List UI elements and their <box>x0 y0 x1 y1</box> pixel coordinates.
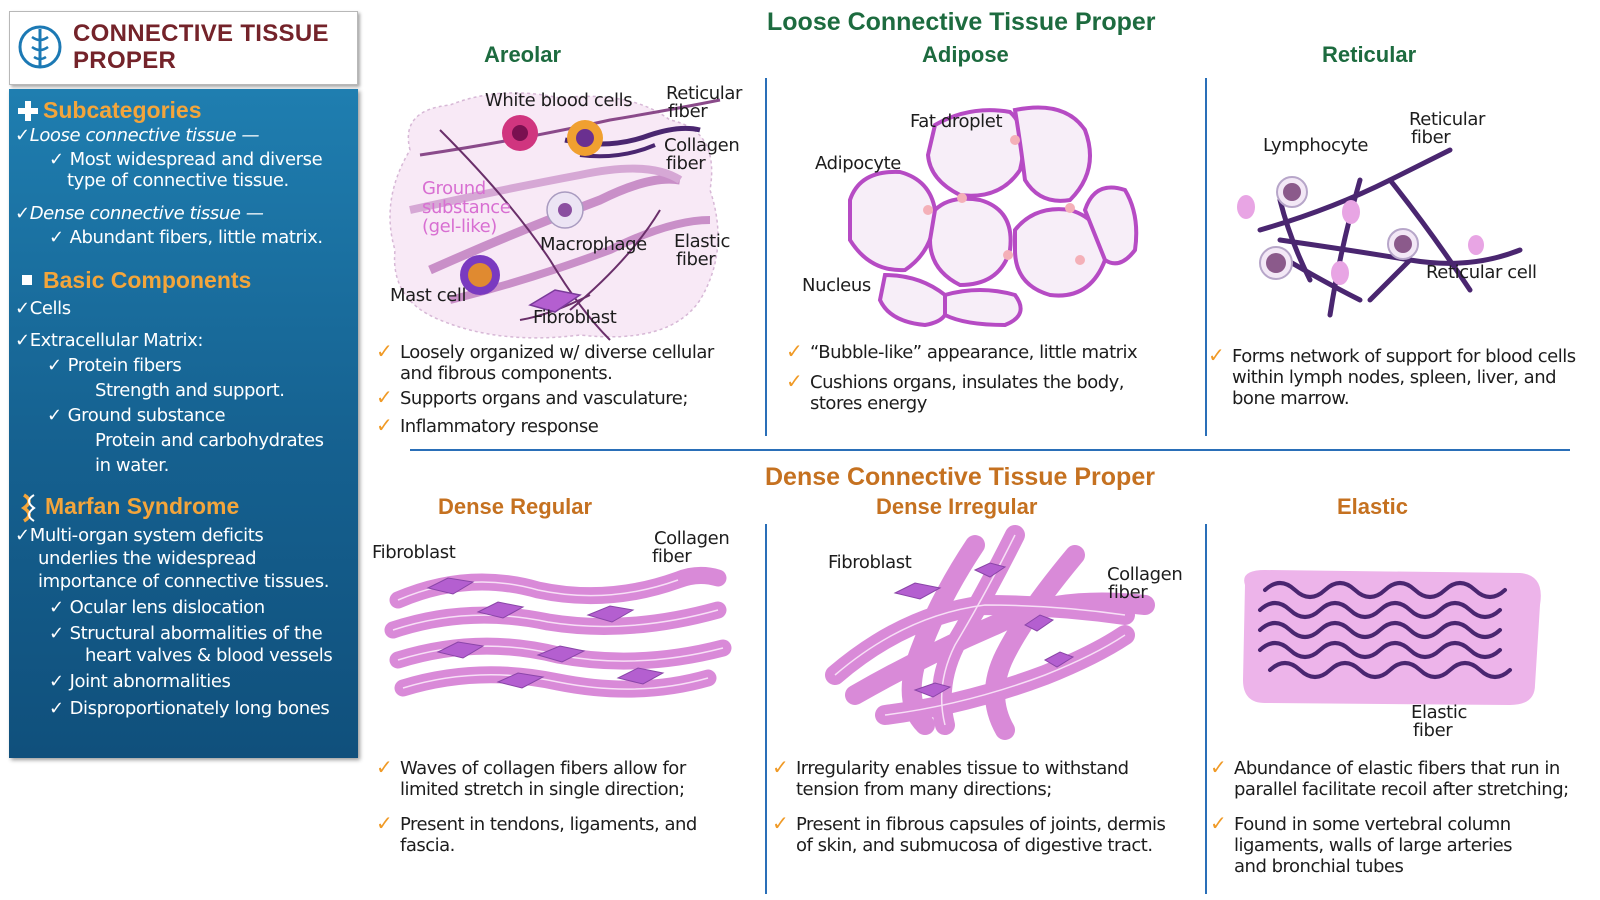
label-collagen-regular-2: fiber <box>652 546 692 567</box>
areolar-bullet-2: ✓Supports organs and vasculature; <box>376 385 688 410</box>
label-reticular-cell: Reticular cell <box>1426 262 1537 283</box>
protein-fibers-desc: Strength and support. <box>95 380 285 401</box>
marfan-line-2: underlies the widespread <box>38 548 257 569</box>
ground-substance-item: ✓ Ground substance <box>47 405 226 426</box>
divider-dense-2 <box>1205 524 1207 894</box>
label-fibroblast-irregular: Fibroblast <box>828 552 912 573</box>
areolar-bullet-3: ✓Inflammatory response <box>376 413 599 438</box>
marfan-item-4: ✓ Disproportionately long bones <box>49 698 330 719</box>
label-elastic-fiber-e1: Elastic <box>1411 702 1467 723</box>
label-lymphocyte: Lymphocyte <box>1263 135 1369 156</box>
label-ground-3: (gel-like) <box>422 216 497 237</box>
label-collagen-irregular-2: fiber <box>1108 582 1148 603</box>
ecm-item: ✓Extracellular Matrix: <box>15 330 204 351</box>
reticular-bullet-1: ✓Forms network of support for blood cell… <box>1208 343 1576 410</box>
label-collagen-regular-1: Collagen <box>654 528 730 549</box>
square-bullet-icon <box>22 275 32 285</box>
label-reticular-fiber-1: Reticular <box>666 83 742 104</box>
subcategories-heading: Subcategories <box>43 97 202 123</box>
divider-loose-1 <box>765 78 767 436</box>
dense-section-title: Dense Connective Tissue Proper <box>765 463 1155 491</box>
areolar-tissue-illustration <box>389 92 721 341</box>
dense-label: ✓Dense connective tissue — <box>15 203 264 224</box>
protein-fibers-item: ✓ Protein fibers <box>47 355 182 376</box>
label-reticular-fiber-r1: Reticular <box>1409 109 1485 130</box>
label-collagen-fiber-1: Collagen <box>664 135 740 156</box>
label-collagen-fiber-2: fiber <box>666 153 706 174</box>
divider-dense-1 <box>765 524 767 894</box>
adipose-tissue-illustration <box>848 105 1139 328</box>
label-ground-1: Ground <box>422 178 486 199</box>
title-box: CONNECTIVE TISSUE PROPER <box>9 11 358 85</box>
label-macrophage: Macrophage <box>540 234 647 255</box>
label-elastic-fiber-2: fiber <box>676 249 716 270</box>
marfan-item-2b: heart valves & blood vessels <box>85 645 333 666</box>
elastic-tissue-illustration <box>1243 570 1541 705</box>
caduceus-logo-icon <box>18 25 62 69</box>
label-fibroblast-regular: Fibroblast <box>372 542 456 563</box>
elastic-title: Elastic <box>1337 494 1408 519</box>
loose-desc-1: ✓ Most widespread and diverse <box>49 149 323 170</box>
plus-icon <box>18 101 38 121</box>
label-collagen-irregular-1: Collagen <box>1107 564 1183 585</box>
areolar-title: Areolar <box>484 42 562 67</box>
label-reticular-fiber-2: fiber <box>668 101 708 122</box>
sidebar-panel: Subcategories ✓Loose connective tissue —… <box>9 89 358 758</box>
loose-section-title: Loose Connective Tissue Proper <box>767 8 1156 36</box>
ground-desc-2: in water. <box>95 455 169 476</box>
loose-label: ✓Loose connective tissue — <box>15 125 260 146</box>
reticular-title: Reticular <box>1322 42 1417 67</box>
label-elastic-fiber-1: Elastic <box>674 231 730 252</box>
marfan-item-2a: ✓ Structural abormalities of the <box>49 623 323 644</box>
dense-desc: ✓ Abundant fibers, little matrix. <box>49 227 323 248</box>
basic-components-heading: Basic Components <box>43 267 252 293</box>
label-nucleus: Nucleus <box>802 275 871 296</box>
marfan-line-1: ✓Multi-organ system deficits <box>15 525 264 546</box>
adipose-bullet-1: ✓“Bubble-like” appearance, little matrix <box>786 339 1138 364</box>
section-divider <box>410 449 1570 451</box>
dense-irregular-illustration <box>825 525 1155 740</box>
elastic-bullet-1: ✓Abundance of elastic fibers that run in… <box>1210 755 1569 801</box>
dense-irregular-bullet-2: ✓Present in fibrous capsules of joints, … <box>772 811 1166 857</box>
loose-desc-2: type of connective tissue. <box>67 170 289 191</box>
divider-loose-2 <box>1205 78 1207 436</box>
adipose-bullet-2: ✓Cushions organs, insulates the body,sto… <box>786 369 1125 415</box>
label-elastic-fiber-e2: fiber <box>1413 720 1453 741</box>
dense-irregular-bullet-1: ✓Irregularity enables tissue to withstan… <box>772 755 1129 801</box>
label-fat-droplet: Fat droplet <box>910 111 1003 132</box>
label-white-blood-cells: White blood cells <box>485 90 633 111</box>
marfan-item-3: ✓ Joint abnormalities <box>49 671 231 692</box>
adipose-title: Adipose <box>922 42 1009 67</box>
label-adipocyte: Adipocyte <box>815 153 901 174</box>
label-mast-cell: Mast cell <box>390 285 467 306</box>
label-ground-2: substance <box>422 197 511 218</box>
label-reticular-fiber-r2: fiber <box>1411 127 1451 148</box>
marfan-heading: Marfan Syndrome <box>45 493 240 519</box>
marfan-line-3: importance of connective tissues. <box>38 571 330 592</box>
dense-irregular-title: Dense Irregular <box>876 494 1038 519</box>
dense-regular-illustration <box>384 566 732 698</box>
ground-desc-1: Protein and carbohydrates <box>95 430 324 451</box>
cells-item: ✓Cells <box>15 298 71 319</box>
dna-helix-icon <box>20 493 36 523</box>
reticular-tissue-illustration <box>1237 147 1523 318</box>
marfan-item-1: ✓ Ocular lens dislocation <box>49 597 265 618</box>
page-title: CONNECTIVE TISSUE PROPER <box>73 20 329 74</box>
dense-regular-title: Dense Regular <box>438 494 593 519</box>
label-fibroblast-areolar: Fibroblast <box>533 307 617 328</box>
